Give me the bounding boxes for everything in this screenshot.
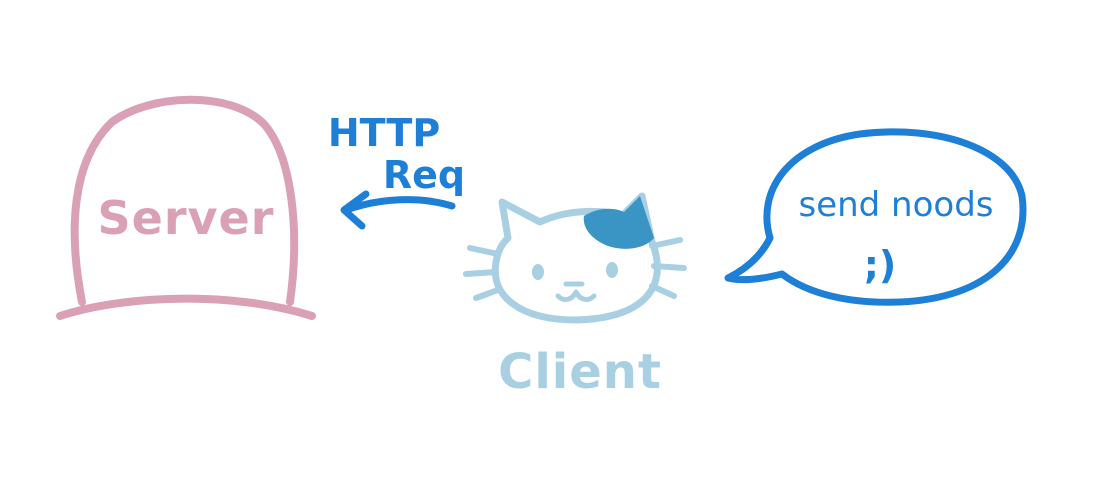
cat-ear-patch: [583, 196, 654, 249]
speech-bubble: send noods ;): [724, 128, 1027, 306]
client-label: Client: [498, 344, 662, 400]
speech-bubble-line1: send noods: [798, 185, 993, 225]
http-request-label-line1: HTTP: [328, 111, 440, 155]
cat-whisker-right-mid: [651, 263, 687, 271]
cat-whisker-left-bottom: [473, 287, 501, 301]
cat-whisker-right-bottom: [649, 283, 677, 299]
speech-bubble-outline: [724, 128, 1027, 306]
cat-whisker-left-top: [467, 245, 501, 257]
cat-mouth: [555, 289, 597, 302]
http-request-label-line2: Req: [383, 153, 465, 197]
server-dome-shape: [70, 95, 299, 306]
http-request-edge: HTTP Req: [328, 111, 465, 230]
server-base-line: [56, 294, 316, 320]
speech-bubble-line2: ;): [864, 243, 897, 287]
request-arrow-shaft: [342, 196, 456, 214]
cat-right-eye: [606, 262, 618, 278]
server-label: Server: [98, 191, 275, 245]
server-node: Server: [56, 95, 316, 320]
cat-left-eye: [532, 264, 544, 280]
cat-whisker-right-top: [649, 237, 683, 249]
cat-whisker-left-mid: [463, 269, 499, 277]
client-node: Client: [463, 192, 687, 400]
request-arrow-head: [340, 190, 370, 230]
